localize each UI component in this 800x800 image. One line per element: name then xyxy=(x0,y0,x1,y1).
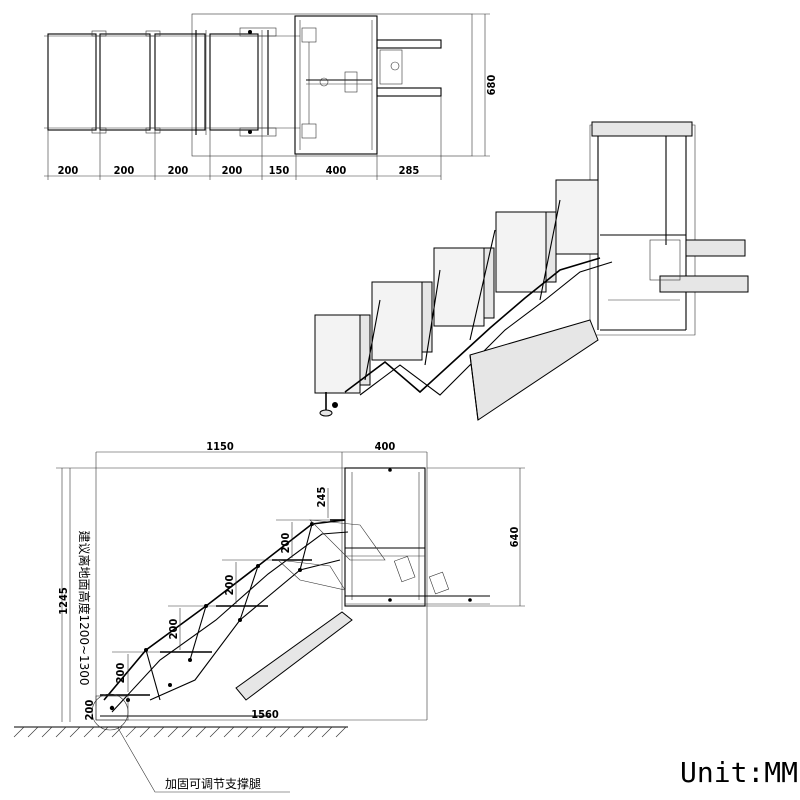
side-dim-640: 640 xyxy=(508,527,521,548)
side-dim-1560: 1560 xyxy=(251,708,279,721)
top-dim-5: 150 xyxy=(269,164,290,177)
side-dim-400: 400 xyxy=(375,440,396,453)
top-dim-2: 200 xyxy=(114,164,135,177)
top-dim-height: 680 xyxy=(485,75,498,96)
side-dim-245: 245 xyxy=(315,487,328,508)
isometric-view xyxy=(314,121,749,421)
side-dim-step-3: 200 xyxy=(167,619,180,640)
side-dim-1245: 1245 xyxy=(57,587,70,615)
unit-label: Unit:MM xyxy=(680,756,798,789)
top-dim-4: 200 xyxy=(222,164,243,177)
top-dim-6: 400 xyxy=(326,164,347,177)
side-dim-step-2: 200 xyxy=(223,575,236,596)
side-dim-step-5: 200 xyxy=(83,700,96,721)
side-dim-step-4: 200 xyxy=(114,663,127,684)
adjustable-leg-note: 加固可调节支撑腿 xyxy=(165,776,261,791)
side-dim-step-1: 200 xyxy=(279,533,292,554)
side-view: 1150 400 245 640 200 200 200 200 200 124… xyxy=(13,440,525,793)
side-dim-1150: 1150 xyxy=(206,440,234,453)
top-view: 200 200 200 200 150 400 285 680 xyxy=(44,13,498,180)
height-recommendation-note: 建议离地面高度1200~1300 xyxy=(77,530,92,685)
top-dim-1: 200 xyxy=(58,164,79,177)
top-dim-3: 200 xyxy=(168,164,189,177)
top-dim-7: 285 xyxy=(399,164,420,177)
